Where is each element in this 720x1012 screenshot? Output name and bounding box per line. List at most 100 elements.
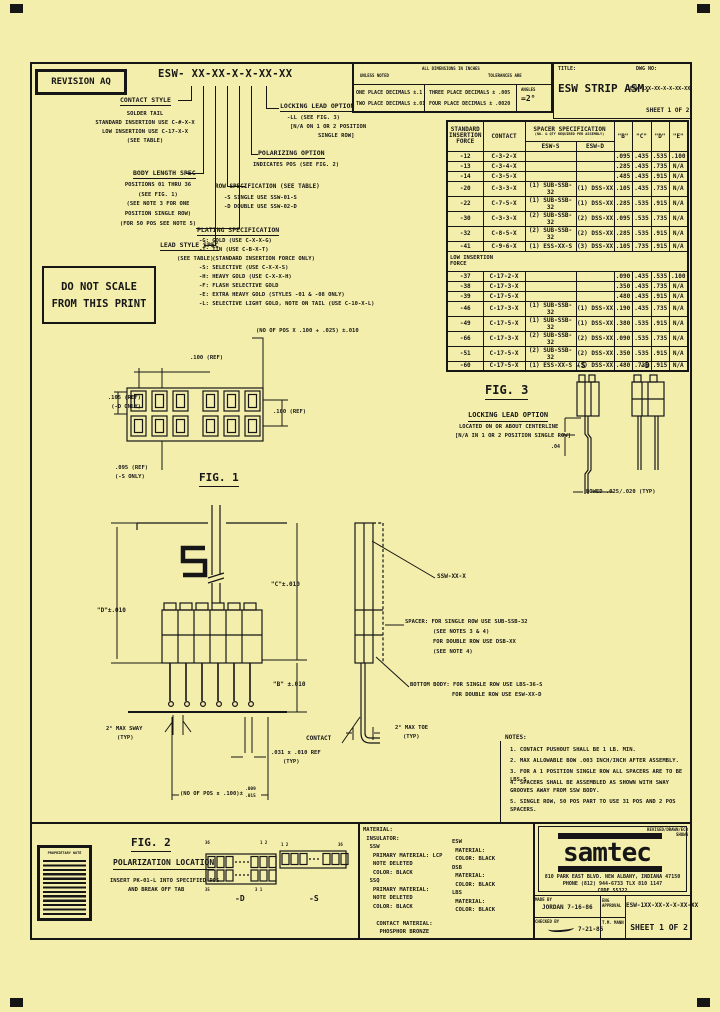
callout-line — [178, 100, 192, 101]
table-cell: .735 — [650, 180, 670, 197]
plating-line: -G: GOLD (USE C-X-X-G) — [199, 238, 272, 244]
title-grid-line — [600, 895, 601, 940]
body-length-body: POSITIONS 01 THRU 36 (SEE FIG. 1) (SEE N… — [119, 182, 197, 227]
table-cell: (2) DSS-XX — [575, 225, 615, 242]
table-cell: -41 — [446, 240, 484, 252]
plating-line: -L: SELECTIVE LIGHT GOLD, NOTE ON TAIL (… — [199, 301, 375, 307]
plating-line: -E: EXTRA HEAVY GOLD (STYLES -01 & -08 O… — [199, 292, 345, 298]
table-cell: -14 — [446, 170, 484, 182]
note-item: 2. MAX ALLOWABLE BOW .003 INCH/INCH AFTE… — [510, 758, 679, 764]
lead-style-line: (SEE TABLE) — [177, 256, 214, 262]
table-cell — [575, 170, 615, 182]
table-cell: -12 — [446, 150, 484, 162]
row-spec-title: ROW SPECIFICATION (SEE TABLE) — [215, 183, 320, 190]
polarizing-title: POLARIZING OPTION — [258, 149, 325, 160]
polarizing-line: INDICATES POS (SEE FIG. 2) — [253, 162, 340, 168]
title-grid-line — [533, 917, 625, 918]
table-cell: C-17-3-X — [482, 300, 526, 317]
tolerance-four: FOUR PLACE DECIMALS ± .0020 — [429, 101, 511, 107]
col-header-contact: CONTACT — [482, 120, 526, 152]
note-item: 5. SINGLE ROW, 50 POS PART TO USE 31 POS… — [510, 799, 676, 814]
fig2-tail-dim: (TYP) — [283, 759, 300, 765]
contact-style-body: SOLDER TAIL STANDARD INSERTION USE C-#-X… — [95, 111, 195, 145]
table-cell: .435 — [631, 170, 652, 182]
samtec-logo: samtec — [563, 838, 652, 868]
table-cell: .735 — [650, 330, 670, 347]
bottom-dwg-number: ESW-1XX-XX-X-X-XX-XX — [626, 902, 699, 909]
detail-spacer-note: SPACER: FOR SINGLE ROW USE SUB-SSB-32 — [405, 619, 528, 625]
fig1-geometry — [126, 387, 264, 442]
table-cell: -49 — [446, 315, 484, 332]
fig1-left-dim: .105 (REF) — [107, 395, 141, 401]
callout-line — [266, 86, 267, 109]
note-item: 3. FOR A 1 POSITION SINGLE ROW ALL SPACE… — [510, 769, 683, 784]
polar-d-num: 1 2 — [260, 840, 268, 845]
tolerance-divider — [516, 84, 517, 113]
fig1-label: FIG. 1 — [199, 471, 239, 487]
tolerance-divider — [352, 84, 553, 85]
table-cell: C-9-6-X — [482, 240, 526, 252]
callout-line — [215, 86, 216, 246]
table-cell: (2) SUB-SSB-32 — [524, 330, 577, 347]
table-cell: C-17-3-X — [482, 330, 526, 347]
polarization-note: INSERT PK-01-L INTO SPECIFIED POS — [110, 878, 220, 884]
polarization-title: POLARIZATION LOCATION — [113, 858, 215, 870]
table-cell: .090 — [613, 270, 633, 282]
fig2-toe-label: (TYP) — [403, 734, 420, 740]
table-cell: N/A — [668, 210, 689, 227]
fig1-pitch-dim: .100 (REF) — [190, 355, 224, 361]
fig1-dimensions — [114, 337, 288, 470]
title-label: TITLE: — [558, 66, 577, 72]
table-cell: .485 — [613, 170, 633, 182]
checked-by-date: 7-21-86 — [578, 926, 604, 933]
fig1-bottom-dim: (-S ONLY) — [115, 474, 145, 480]
polar-d-diagram — [205, 853, 277, 885]
table-cell — [524, 160, 577, 172]
table-cell: .915 — [650, 240, 670, 252]
eco-note: SHOWN — [675, 832, 688, 837]
angles-label: ANGLES — [521, 87, 536, 92]
fig2-d-dim: "D"±.010 — [97, 607, 126, 614]
table-cell: .915 — [650, 170, 670, 182]
callout-line — [204, 245, 216, 246]
plating-line: -H: HEAVY GOLD (USE C-X-X-H) — [199, 274, 292, 280]
detail-spacer-note: (SEE NOTES 3 & 4) — [433, 629, 490, 635]
table-cell: .350 — [613, 280, 633, 292]
col-header-c: "C" — [631, 120, 652, 152]
do-not-scale-text: DO NOT SCALE FROM THIS PRINT — [51, 281, 147, 310]
eco-note: REVISED/DRAWN/ECO — [647, 827, 688, 832]
locking-lead-line: -LL (SEE FIG. 3) — [287, 115, 340, 121]
table-cell: .915 — [650, 195, 670, 212]
table-cell: .480 — [613, 290, 633, 302]
table-cell: .090 — [613, 330, 633, 347]
table-cell — [524, 270, 577, 282]
callout-line — [196, 228, 240, 229]
table-cell: C-17-2-X — [482, 270, 526, 282]
table-cell: .535 — [631, 330, 652, 347]
table-cell: N/A — [668, 290, 689, 302]
table-cell — [575, 150, 615, 162]
contact-style-title: CONTACT STYLE — [120, 96, 171, 107]
table-cell — [524, 150, 577, 162]
table-cell: .535 — [650, 270, 670, 282]
fig2-tail-dim: .031 x .010 REF — [271, 750, 321, 756]
table-cell: .535 — [650, 150, 670, 162]
table-cell: .435 — [631, 180, 652, 197]
fig3-subtitle: LOCATED ON OR ABOUT CENTERLINE — [459, 424, 559, 430]
table-cell: (1) DSS-XX — [575, 315, 615, 332]
table-cell: .915 — [650, 225, 670, 242]
table-cell — [524, 170, 577, 182]
logo-box — [538, 826, 687, 892]
polar-s-num: 36 — [338, 842, 343, 847]
table-cell: N/A — [668, 180, 689, 197]
table-cell: .735 — [650, 160, 670, 172]
table-cell: -30 — [446, 210, 484, 227]
polar-d-num: 36 — [205, 840, 210, 845]
bottom-strip-divider — [358, 822, 360, 940]
table-cell: C-3-5-X — [482, 170, 526, 182]
table-cell: (1) DSS-XX — [575, 180, 615, 197]
